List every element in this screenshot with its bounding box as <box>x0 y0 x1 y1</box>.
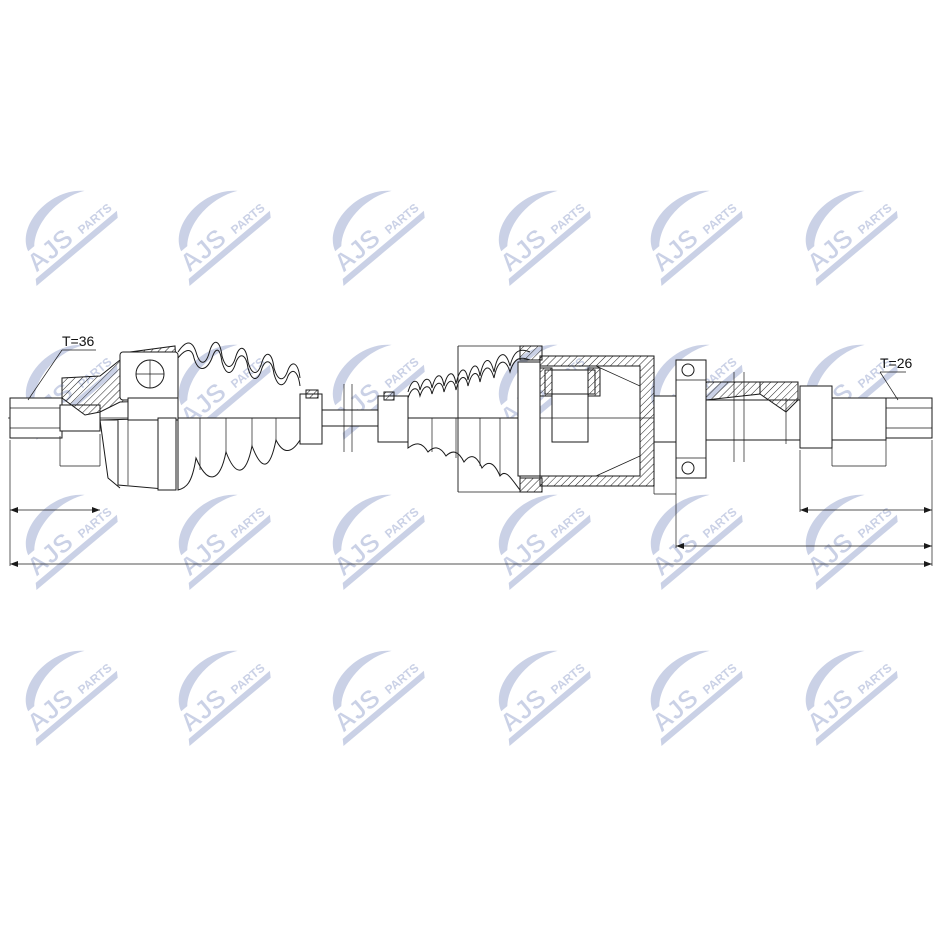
spline-labels: T=36 T=26 <box>27 333 913 401</box>
dimension-lines <box>9 345 933 567</box>
axle-drawing: T=36 T=26 <box>8 333 933 567</box>
inner-boot <box>407 346 531 492</box>
bearing-stub-section <box>653 359 933 479</box>
left-label-leader <box>27 349 63 401</box>
outer-cv-joint <box>61 345 179 491</box>
right-label-leader <box>879 371 899 401</box>
right-spline-count-label: T=26 <box>880 355 913 371</box>
intermediate-shaft <box>321 384 409 452</box>
outer-clamp <box>299 389 323 445</box>
outer-boot <box>177 341 301 491</box>
inner-tripod-joint <box>517 345 655 493</box>
left-spline-count-label: T=36 <box>62 333 95 349</box>
